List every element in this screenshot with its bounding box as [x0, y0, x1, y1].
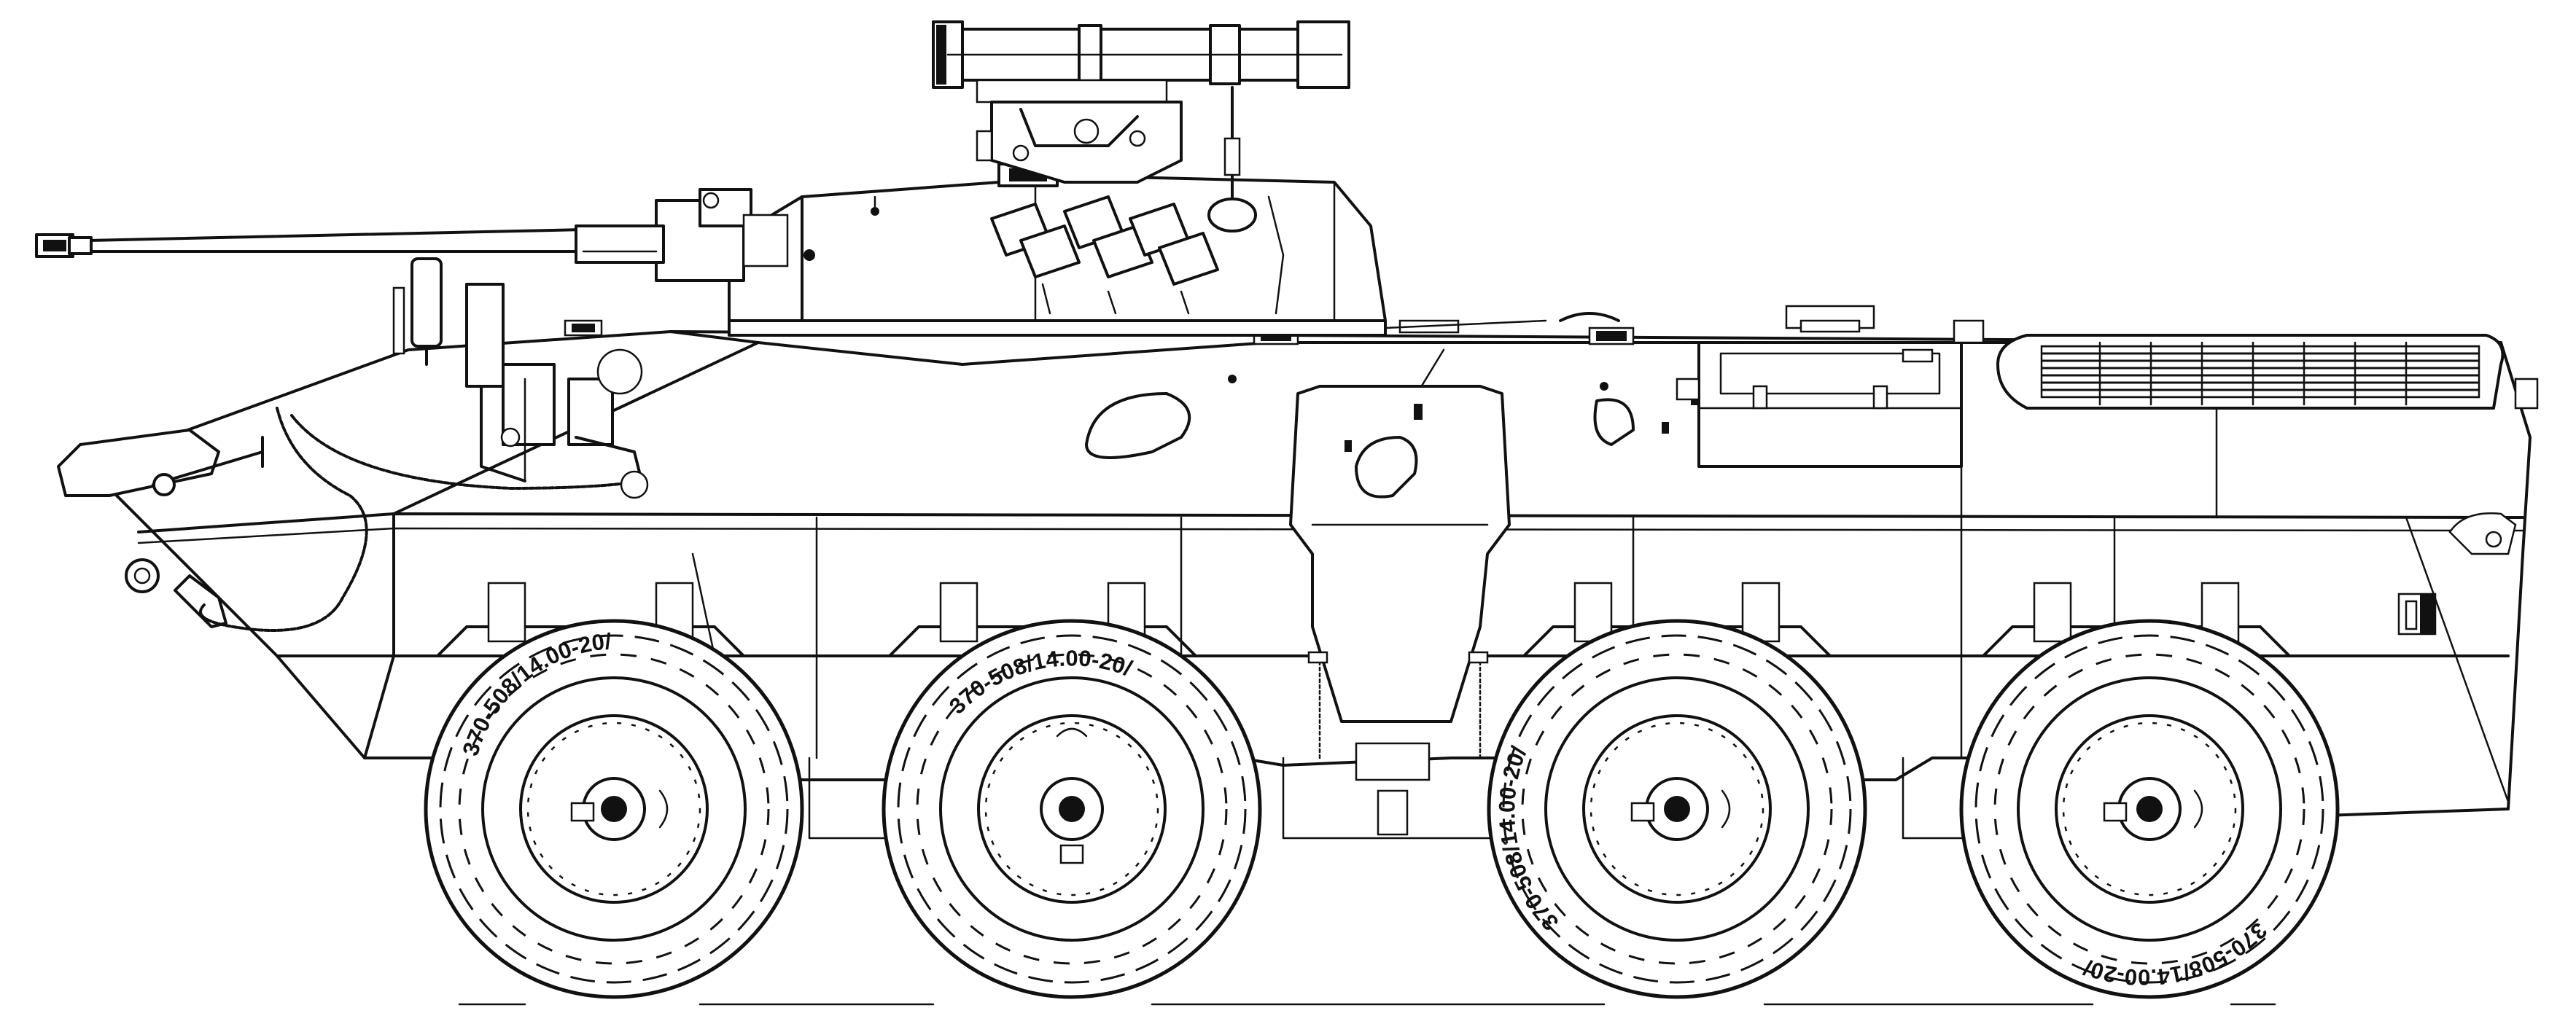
smoke-dischargers	[990, 195, 1219, 315]
front-fittings	[57, 257, 1635, 632]
missile-launcher	[932, 20, 1350, 184]
storage-box	[1676, 341, 1963, 468]
rear-fittings	[2397, 512, 2517, 636]
hull-top-plate	[669, 330, 2502, 366]
wheel-3: 370-508/14.00-20/	[1487, 619, 1867, 999]
side-door	[1289, 385, 1511, 759]
main-gun	[35, 224, 665, 264]
wheel-4: 370-508/14.00-20/	[1959, 619, 2340, 999]
wheel-2: 370-508/14.00-20/	[882, 619, 1262, 999]
wheel-1: 370-508/14.00-20/	[424, 619, 804, 999]
engine-grille	[1785, 305, 2539, 410]
